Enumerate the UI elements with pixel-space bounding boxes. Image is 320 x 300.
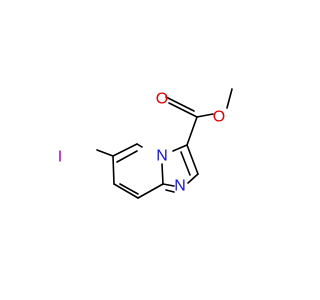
atom-label-bridge-nitrogen: N [156,148,168,165]
bond-lines [96,88,233,199]
atom-label-imidazole-nitrogen: N [174,178,186,195]
bond-c2-n1 [187,173,199,184]
bond-carbonyl-oxygen-double [165,96,195,112]
bond-c3-c2-double [180,151,191,176]
bond-c8-n1 [162,183,175,187]
bond-c6-c7-double [119,183,139,195]
bond-c3-carbonyl [186,116,198,146]
bond-carbonyl-ester-oxygen [196,113,214,118]
bond-c7-c8 [137,183,164,199]
bond-ester-oxygen-methyl [226,88,233,109]
atom-label-iodine: I [58,149,62,166]
bond-c5-c4-double [116,150,138,163]
bond-c8-n-bridge [161,163,164,185]
atom-labels: I N N O O [58,91,225,195]
bond-n-bridge-c3 [172,144,188,152]
bond-c5-c4 [112,143,138,157]
bond-carbonyl-oxygen [168,102,198,118]
bond-c4-n-bridge [136,143,143,148]
atom-label-ester-oxygen: O [213,109,225,126]
bond-c8-n1-double [165,189,175,193]
bond-c5-iodine [96,149,114,157]
bond-c5-c6 [112,155,115,185]
bond-c3-c2 [186,144,199,175]
molecule-structure-diagram: I N N O O [0,0,300,300]
atom-label-carbonyl-oxygen: O [156,91,168,108]
bond-c6-c7 [113,183,139,199]
canvas-background [0,0,300,300]
